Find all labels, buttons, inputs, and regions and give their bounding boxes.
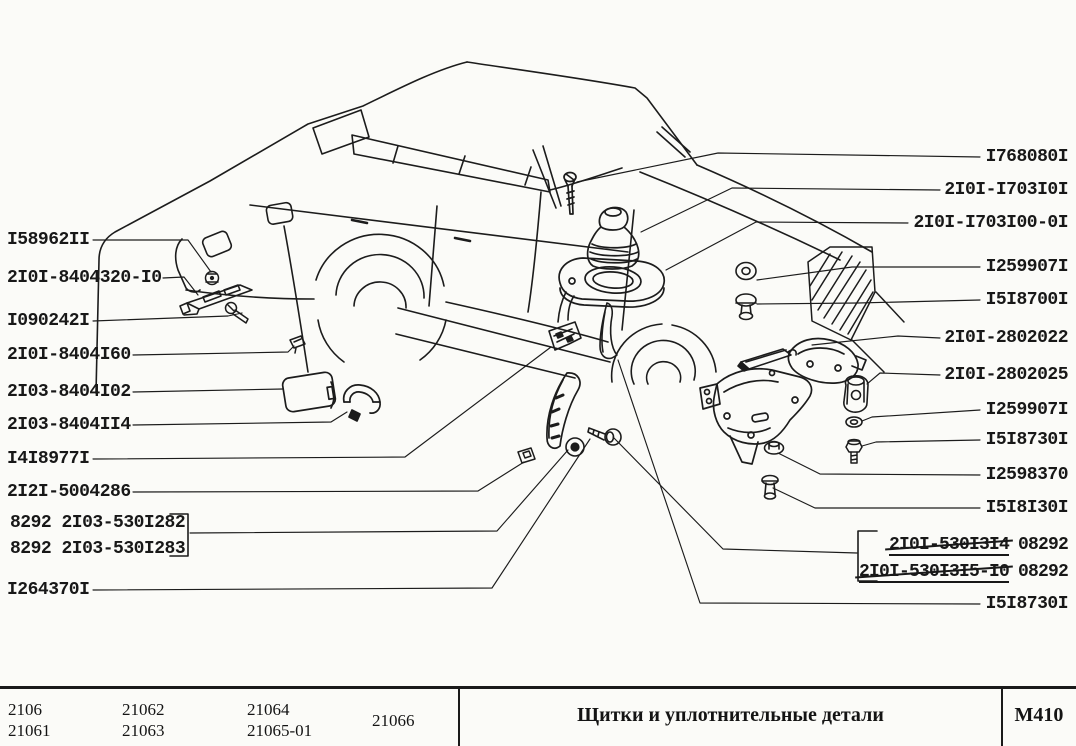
- part-number-label: 2I03-8404II4: [7, 415, 131, 435]
- part-number-label: I58962II: [7, 230, 90, 250]
- part-number-label: I2598370: [985, 465, 1069, 485]
- model-number: 21062: [122, 700, 165, 719]
- section-title: Щитки и уплотнительные детали: [577, 704, 884, 726]
- part-grommet: [735, 293, 757, 321]
- superseded-part-number: 2I0I-530I3I4: [888, 535, 1010, 556]
- part-number-label: 2I0I-I703I00-0I: [913, 213, 1068, 233]
- part-stud: [761, 474, 779, 500]
- part-seal-strip-vertical: [599, 302, 618, 360]
- part-screw-left: [224, 301, 249, 324]
- part-washer-center: [565, 437, 585, 457]
- part-screw-top: [563, 171, 577, 215]
- part-number-label: I264370I: [7, 580, 90, 600]
- superseded-part-label: 2I0I-530I3I5-I0 08292: [858, 562, 1069, 583]
- part-number-label: 2I0I-2802025: [944, 365, 1068, 385]
- part-number-label: 8292 2I03-530I282: [10, 513, 186, 533]
- part-number-label: I5I8700I: [985, 290, 1069, 310]
- part-seal-strip-curved: [546, 372, 581, 449]
- part-washer-right-top: [735, 261, 757, 281]
- superseded-part-number: 2I0I-530I3I5-I0: [858, 562, 1010, 583]
- part-number-label: 2I0I-8404320-I0: [7, 268, 162, 288]
- part-boot-cover-plate: [558, 257, 665, 308]
- part-number-label: I5I8I30I: [985, 498, 1069, 518]
- part-floor-bracket: [548, 291, 582, 351]
- model-number: 21066: [372, 711, 415, 730]
- part-washer-right-lower: [845, 416, 863, 428]
- model-number: 21064: [247, 700, 290, 719]
- part-number-label: 2I0I-2802022: [944, 328, 1068, 348]
- part-bolt-right: [845, 438, 863, 464]
- group-brackets: [169, 513, 878, 582]
- part-clip-center: [517, 447, 536, 464]
- part-screw-center: [587, 427, 622, 446]
- part-sill-bracket: [179, 284, 253, 316]
- part-buffer-block: [843, 375, 869, 413]
- part-number-label: 2I0I-8404I60: [7, 345, 131, 365]
- part-lever-strip: [737, 348, 797, 372]
- part-access-flap: [281, 371, 337, 413]
- part-hook-strap: [342, 384, 381, 422]
- part-nut-washer: [763, 440, 785, 455]
- part-number-label: I5I8730I: [985, 594, 1069, 614]
- superseded-part-label: 2I0I-530I3I4 08292: [888, 535, 1069, 556]
- part-shield-lower: [699, 367, 813, 465]
- part-number-label: 2I0I-I703I0I: [944, 180, 1068, 200]
- model-number: 21063: [122, 721, 165, 740]
- model-number: 21061: [8, 721, 51, 740]
- part-number-label: 2I2I-5004286: [7, 482, 131, 502]
- sheet-code: М410: [1014, 704, 1064, 726]
- model-number: 21065-01: [247, 721, 313, 740]
- front-wheel-arcs: [610, 323, 717, 385]
- leader-lines: [92, 152, 981, 605]
- footer-divider: [458, 689, 460, 746]
- supersession-code: 08292: [1017, 562, 1069, 582]
- part-number-label: I259907I: [985, 400, 1069, 420]
- part-number-label: I4I8977I: [7, 449, 90, 469]
- part-clip-left: [289, 335, 306, 354]
- footer-table: 2106 21061 21062 21063 21064 21065-01 21…: [0, 686, 1076, 746]
- part-number-label: I259907I: [985, 257, 1069, 277]
- rear-wheel-arcs: [315, 233, 447, 363]
- part-number-label: 8292 2I03-530I283: [10, 539, 186, 559]
- part-number-label: I768080I: [985, 147, 1069, 167]
- body-floor-panel: [807, 246, 905, 373]
- part-number-label: I090242I: [7, 311, 90, 331]
- car-outline: [95, 61, 873, 394]
- model-number: 2106: [8, 700, 42, 719]
- footer-divider: [1001, 689, 1003, 746]
- part-number-label: 2I03-8404I02: [7, 382, 131, 402]
- part-number-label: I5I8730I: [985, 430, 1069, 450]
- part-nut-left: [204, 270, 220, 286]
- supersession-code: 08292: [1017, 535, 1069, 555]
